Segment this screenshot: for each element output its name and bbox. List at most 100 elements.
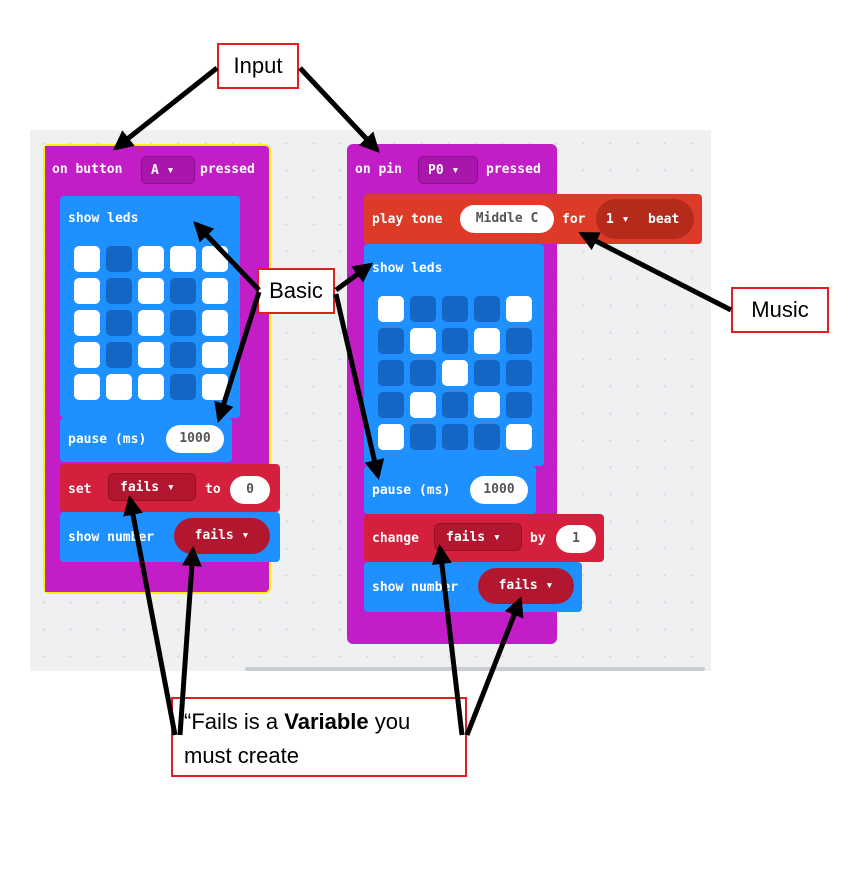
led-cell[interactable] [106,278,132,304]
arrow-basic-showleds-1 [193,221,261,292]
set-variable-value: fails ▾ [120,480,175,495]
led-cell[interactable] [170,246,196,272]
led-cell[interactable] [138,342,164,368]
arrow-var-set [123,495,178,736]
arrow-var-show-2 [464,596,524,736]
set-to-label: to [205,482,221,497]
led-cell[interactable] [202,278,228,304]
led-cell[interactable] [106,342,132,368]
led-cell[interactable] [442,328,468,354]
horizontal-scrollbar[interactable] [245,667,705,671]
button-dropdown-value: A ▾ [151,163,175,178]
for-label: for [562,212,586,227]
led-cell[interactable] [378,328,404,354]
by-value[interactable]: 1 [556,525,596,553]
play-tone-label: play tone [372,212,443,227]
set-label: set [68,482,92,497]
led-cell[interactable] [202,342,228,368]
variable-callout-post: you [368,709,411,734]
beat-value: 1 ▾ [606,212,630,227]
variable-callout-pre: “Fails is a [184,709,285,734]
button-dropdown[interactable]: A ▾ [141,156,195,184]
led-cell[interactable] [74,310,100,336]
led-cell[interactable] [106,246,132,272]
led-cell[interactable] [74,374,100,400]
led-cell[interactable] [506,392,532,418]
variable-callout-line1: “Fails is a Variable you [184,705,465,739]
led-cell[interactable] [74,246,100,272]
beat-reporter[interactable] [596,199,694,239]
music-callout: Music [731,287,829,333]
change-label: change [372,531,419,546]
led-cell[interactable] [474,296,500,322]
arrow-basic-showleds-2 [334,262,374,293]
pause-label-1: pause (ms) [68,432,147,447]
pin-dropdown[interactable]: P0 ▾ [418,156,478,184]
basic-callout-text: Basic [269,278,323,303]
pause-value-2[interactable]: 1000 [470,476,528,504]
led-cell[interactable] [410,328,436,354]
variable-callout-line2: must create [184,743,299,768]
set-value[interactable]: 0 [230,476,270,504]
led-cell[interactable] [474,424,500,450]
led-cell[interactable] [378,360,404,386]
led-cell[interactable] [410,424,436,450]
pause-label-2: pause (ms) [372,483,451,498]
arrow-basic-pause-2 [333,293,385,480]
input-block-spine [45,146,59,592]
set-variable-dropdown[interactable]: fails ▾ [108,473,196,501]
led-cell[interactable] [378,392,404,418]
led-cell[interactable] [506,360,532,386]
led-cell[interactable] [474,360,500,386]
led-cell[interactable] [170,310,196,336]
led-cell[interactable] [170,342,196,368]
led-cell[interactable] [202,310,228,336]
led-cell[interactable] [506,328,532,354]
hat-prefix-1: on button [52,162,123,177]
fails-variable-2[interactable]: fails ▾ [478,568,574,604]
led-cell[interactable] [138,278,164,304]
led-cell[interactable] [378,424,404,450]
led-cell[interactable] [442,360,468,386]
led-cell[interactable] [106,374,132,400]
show-leds-label-1: show leds [68,211,139,226]
arrow-music [578,231,733,313]
led-cell[interactable] [506,424,532,450]
led-cell[interactable] [442,424,468,450]
led-cell[interactable] [442,296,468,322]
show-leds-label-2: show leds [372,261,443,276]
led-cell[interactable] [170,374,196,400]
variable-callout-bold: Variable [284,709,369,734]
led-cell[interactable] [138,310,164,336]
led-cell[interactable] [378,296,404,322]
led-cell[interactable] [74,342,100,368]
led-cell[interactable] [506,296,532,322]
change-variable-value: fails ▾ [446,530,501,545]
led-cell[interactable] [410,360,436,386]
pause-value-1[interactable]: 1000 [166,425,224,453]
led-cell[interactable] [410,296,436,322]
led-cell[interactable] [202,374,228,400]
led-cell[interactable] [474,328,500,354]
led-cell[interactable] [106,310,132,336]
tone-value[interactable]: Middle C [460,205,554,233]
led-cell[interactable] [74,278,100,304]
input-callout-text: Input [233,53,283,78]
led-cell[interactable] [170,278,196,304]
led-cell[interactable] [138,374,164,400]
led-grid-1[interactable] [74,246,228,400]
led-cell[interactable] [442,392,468,418]
led-cell[interactable] [474,392,500,418]
arrow-var-show-1 [177,546,202,736]
input-callout: Input [217,43,299,89]
hat-prefix-2: on pin [355,162,402,177]
led-grid-2[interactable] [378,296,532,450]
led-cell[interactable] [410,392,436,418]
by-label: by [530,531,546,546]
show-number-label-2: show number [372,580,459,595]
arrow-basic-pause-1 [214,291,262,423]
led-cell[interactable] [138,246,164,272]
pin-dropdown-value: P0 ▾ [428,163,460,178]
